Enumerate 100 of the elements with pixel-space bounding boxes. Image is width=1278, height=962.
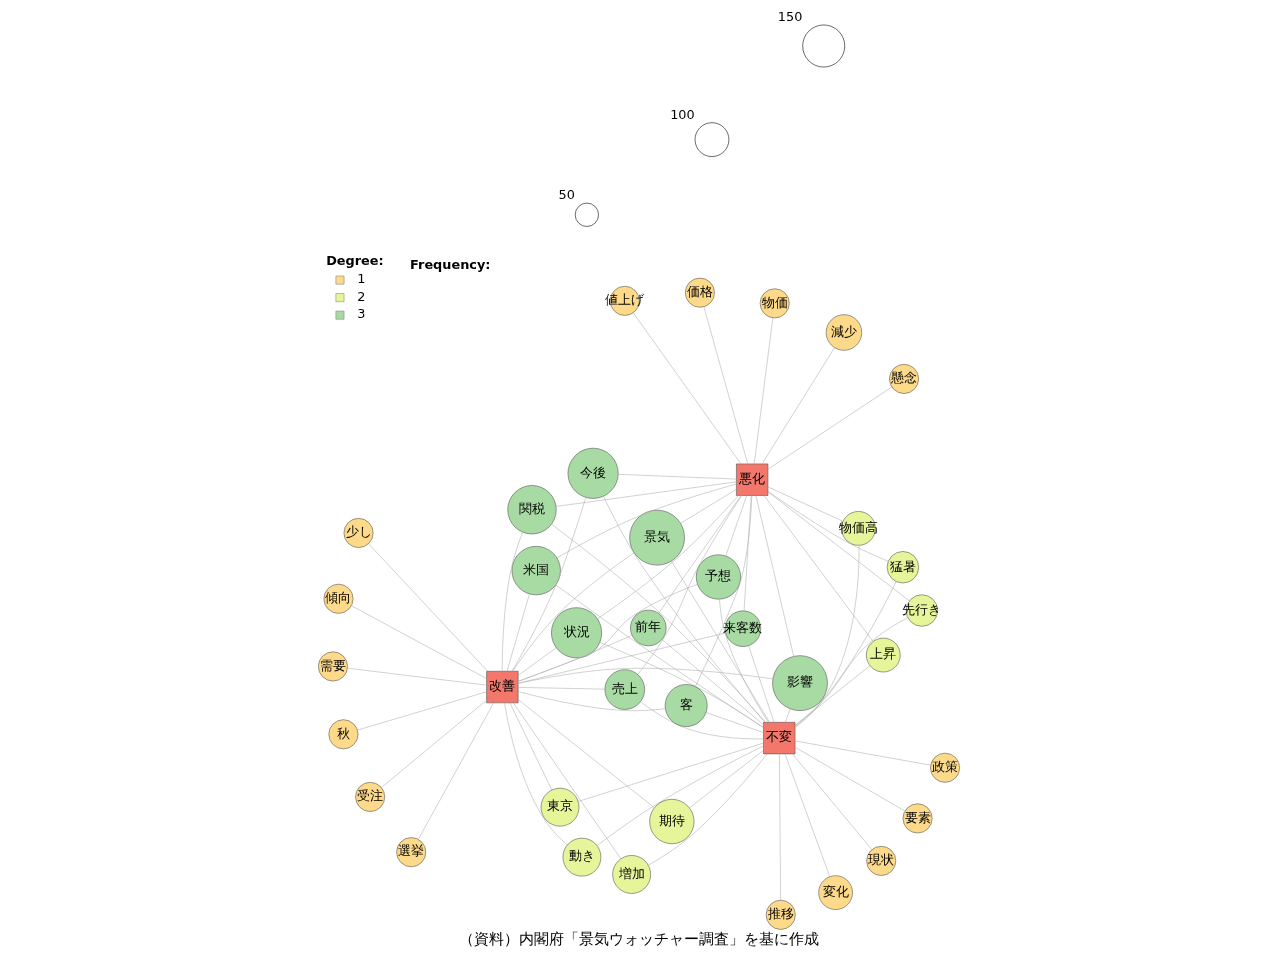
node-circle: 少し [343, 518, 374, 548]
node-circle: 今後 [567, 447, 619, 499]
connector [517, 632, 726, 684]
connector [794, 545, 860, 728]
connector [794, 740, 931, 766]
connector [418, 702, 494, 840]
node-circle: 受注 [355, 782, 386, 812]
connector [661, 639, 764, 726]
legend-label: 50 [558, 187, 575, 203]
node-circle: 価格 [685, 277, 715, 308]
node-circle: 期待 [649, 799, 695, 845]
connector [794, 617, 908, 727]
node-circle: 景気 [629, 509, 685, 566]
legend-label: 150 [777, 9, 803, 25]
connector [785, 708, 791, 723]
connector [637, 495, 742, 675]
connector [512, 552, 635, 672]
node-circle: 来客数 [724, 610, 762, 647]
node-circle: 予想 [695, 554, 741, 600]
connector [351, 605, 487, 679]
connector [794, 665, 871, 726]
connector [794, 747, 906, 812]
node-circle: 懸念 [889, 364, 919, 394]
legend-label: 2 [357, 288, 366, 304]
connector [767, 490, 889, 562]
node-box: 悪化 [736, 463, 769, 496]
connector [767, 486, 844, 522]
node-circle: 影響 [772, 655, 828, 711]
node-circle: 傾向 [323, 583, 354, 614]
label: Degree: [326, 253, 384, 269]
node-circle: 動き [562, 837, 602, 877]
connector [518, 647, 557, 676]
caption: （資料）内閣府「景気ウォッチャー調査」を基に作成 [459, 929, 819, 948]
connector [705, 712, 764, 733]
connector [603, 496, 766, 723]
node-circle: 増加 [612, 855, 651, 894]
node-circle: 上昇 [866, 637, 901, 673]
connector [779, 753, 781, 901]
connector [767, 386, 892, 470]
node-box: 不変 [763, 722, 796, 755]
connector [501, 531, 523, 672]
node-circle: 客 [664, 684, 708, 727]
connector [792, 753, 873, 850]
connector [695, 495, 753, 687]
connector [784, 753, 831, 877]
node-circle: 変化 [818, 875, 853, 910]
connector [748, 645, 775, 723]
connector [511, 497, 587, 672]
connector [517, 691, 666, 712]
legend-label: 1 [357, 271, 366, 287]
node-circle: 推移 [765, 899, 796, 930]
node-circle: 米国 [511, 546, 561, 596]
node-circle: 政策 [930, 752, 960, 783]
connector [597, 495, 739, 620]
connector [357, 691, 487, 731]
node-circle: 現状 [866, 846, 897, 876]
connector [658, 495, 742, 614]
connector [671, 560, 770, 723]
connector [743, 495, 752, 612]
connector [555, 481, 737, 507]
connector [518, 583, 698, 682]
connector [689, 750, 764, 809]
connector [761, 347, 835, 464]
connector [755, 495, 794, 657]
node-circle: 前年 [630, 609, 667, 647]
node-circle: 減少 [825, 314, 863, 351]
node-circle: 関税 [507, 485, 557, 535]
legend-label: 3 [357, 306, 366, 322]
connector [725, 495, 747, 557]
node-circle: 東京 [540, 787, 580, 827]
connector [633, 312, 742, 465]
node-circle: 需要 [318, 651, 348, 682]
node-circle: 秋 [328, 719, 359, 750]
connector [518, 687, 605, 690]
connector [509, 702, 553, 791]
node-circle: 売上 [604, 669, 645, 710]
connector [577, 742, 764, 802]
connector [347, 667, 487, 686]
node-box: 改善 [486, 671, 519, 704]
connector [368, 543, 488, 672]
connector [517, 699, 655, 808]
connector [719, 599, 769, 723]
node-circle: 選挙 [396, 837, 427, 868]
label: Frequency: [410, 257, 491, 273]
connector [556, 483, 737, 559]
connector [767, 491, 910, 602]
connector [617, 474, 737, 480]
connector [640, 701, 764, 740]
connector [648, 753, 768, 866]
connector [680, 489, 737, 524]
connector [504, 702, 568, 846]
node-circle: 物価 [759, 288, 790, 319]
connector [703, 306, 749, 465]
node-circle: 状況 [551, 607, 602, 659]
legend-label: 100 [670, 106, 695, 122]
connector [599, 642, 764, 728]
connector [381, 700, 487, 788]
node-circle: 物価高 [841, 511, 876, 546]
connector [518, 667, 773, 684]
node-circle: 要素 [902, 803, 933, 834]
